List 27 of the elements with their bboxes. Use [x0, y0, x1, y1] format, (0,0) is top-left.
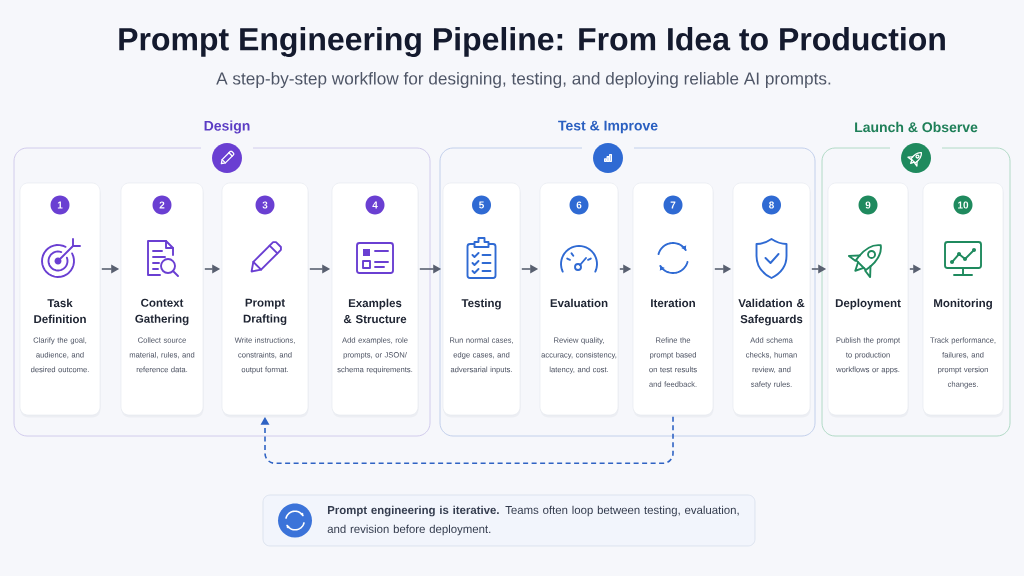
group-heading: Launch & Observe [855, 121, 978, 133]
step-title: Iteration [651, 298, 695, 308]
note-text: Prompt engineering is iterative. Teams often loop between testing, evaluation, and revision before deployment. [327, 505, 739, 536]
step-title: Examples & Structure [343, 298, 407, 324]
step-title: Deployment [835, 298, 901, 310]
number-badge: 2 [152, 195, 172, 215]
step-title: Task Definition [34, 298, 86, 324]
step-title: Evaluation [550, 298, 608, 308]
number-badge: 1 [50, 195, 70, 215]
group-heading: Test & Improve [558, 120, 658, 134]
number-badge: 5 [472, 195, 491, 215]
subtitle: A step-by-step workflow for designing, testing, and deploying reliable AI prompts. [216, 72, 831, 89]
group-heading: Design [204, 120, 250, 134]
number-badge: 6 [569, 195, 589, 215]
number-badge: 7 [663, 195, 683, 215]
arrow [260, 416, 674, 465]
number-badge: 3 [255, 195, 275, 215]
step-title: Validation & Safeguards [738, 298, 805, 326]
step-title: Monitoring [934, 298, 992, 310]
number-badge: 8 [762, 195, 781, 215]
step-title: Context Gathering [135, 298, 189, 326]
number-badge: 10 [953, 195, 973, 215]
step-title: Prompt Drafting [243, 298, 287, 326]
title: Prompt Engineering Pipeline: From Idea to Production [119, 27, 945, 57]
number-badge: 9 [858, 195, 878, 215]
step-title: Testing [461, 298, 501, 310]
number-badge: 4 [365, 195, 385, 215]
